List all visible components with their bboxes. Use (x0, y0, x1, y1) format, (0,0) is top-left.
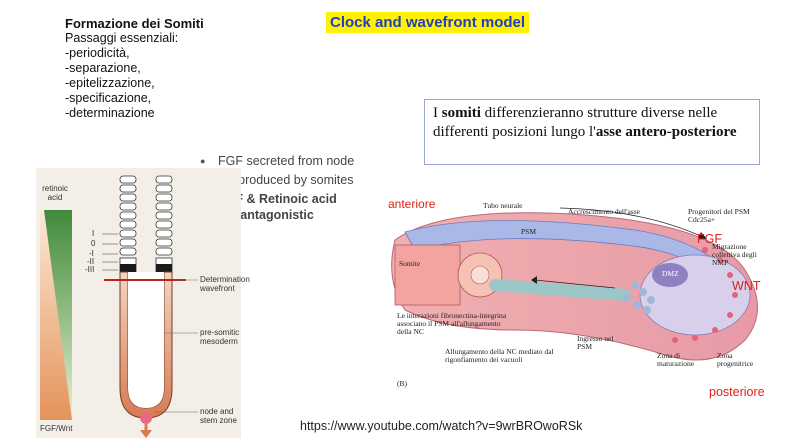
progenitors-label: Progenitori del PSM Cdc25a+ (688, 207, 750, 224)
tick-label: I (92, 229, 95, 238)
interactions-label: Le interazioni fibronectina-integrina as… (397, 311, 507, 336)
embryo-axis-drawing (391, 207, 758, 361)
node-label: node and stem zone (200, 407, 237, 425)
anterior-label: anteriore (388, 197, 436, 211)
bullet-list: FGF secreted from node RA produced by so… (196, 153, 356, 226)
dmz-label: DMZ (662, 269, 679, 278)
tick-label: -I (89, 249, 94, 258)
somitogenesis-figure: retinoic acid FGF/Wnt Determination wave… (36, 168, 250, 438)
tick-label: -II (87, 257, 95, 266)
step-line: -specificazione, (65, 91, 152, 105)
embryo-axis-figure: anteriore posteriore FGF WNT Tubo neural… (385, 190, 780, 399)
step-line: -epitelizzazione, (65, 76, 155, 90)
psm-label: PSM (521, 227, 537, 236)
wnt-label: WNT (732, 279, 761, 293)
axis-growth-label: Accrescimento dell'asse (568, 207, 640, 216)
somiti-caption-box: I somiti differenzieranno strutture dive… (424, 99, 760, 165)
tick-label: -III (85, 265, 95, 274)
elongation-label: Allungamento della NC mediato dal rigonf… (445, 347, 554, 364)
tick-label: 0 (91, 239, 96, 248)
retinoic-acid-label: retinoic acid (42, 184, 68, 202)
somite-label: Somite (399, 259, 421, 268)
axis-growth-arrow (559, 207, 706, 239)
fgf-label: FGF (697, 232, 722, 246)
slide-subtitle: Formazione dei Somiti (65, 16, 204, 31)
node-marker (140, 412, 152, 424)
step-line: -periodicità, (65, 46, 130, 60)
bullet-item: FGF secreted from node (196, 153, 356, 169)
psm-label: pre-somitic mesoderm (200, 328, 240, 346)
step-line: -separazione, (65, 61, 141, 75)
determination-label: Determination wavefront (200, 275, 250, 293)
posterior-label: posteriore (709, 385, 765, 399)
neural-tube-label: Tubo neurale (483, 201, 523, 210)
psm-entry-label: Ingresso nel PSM (577, 334, 614, 351)
video-url[interactable]: https://www.youtube.com/watch?v=9wrBROwo… (300, 419, 583, 433)
slide-title: Clock and wavefront model (326, 12, 530, 33)
maturation-zone-label: Zona di maturazione (657, 351, 695, 368)
panel-label: (B) (397, 379, 407, 388)
fgf-wnt-label: FGF/Wnt (40, 424, 73, 433)
notochord (489, 279, 631, 301)
caption-text: I (433, 105, 438, 121)
somite-block (394, 244, 461, 306)
dmz-region (652, 263, 688, 287)
somitogenesis-drawing (40, 175, 198, 438)
fgf-wnt-gradient (40, 210, 72, 420)
migration-label: Migrazione collettiva degli NMP (712, 242, 757, 267)
caption-text: differenzieranno strutture diverse nelle… (433, 105, 718, 140)
steps-list: Passaggi essenziali: -periodicità, -sepa… (65, 31, 178, 121)
caption-bold: somiti (441, 105, 481, 121)
progenitor-zone-label: Zona progenitrice (717, 351, 754, 368)
step-line: Passaggi essenziali: (65, 31, 179, 45)
caption-bold: asse antero-posteriore (595, 124, 737, 140)
step-line: -determinazione (65, 106, 155, 120)
